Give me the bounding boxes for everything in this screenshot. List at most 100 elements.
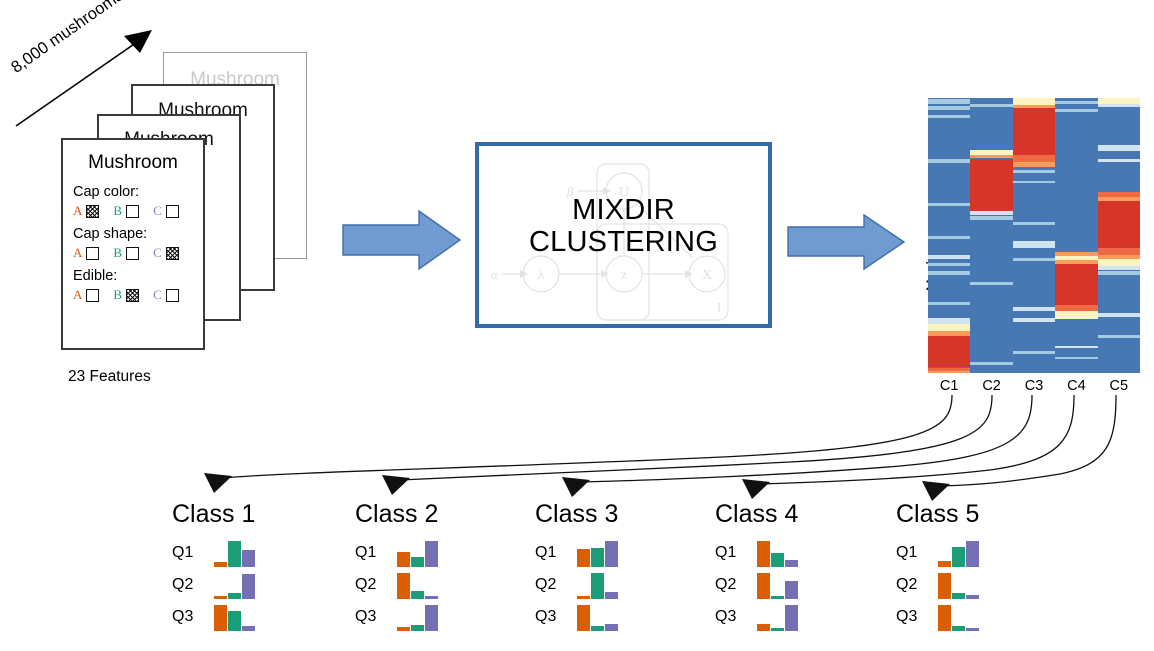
bar-a — [938, 561, 951, 567]
heatmap-cell — [928, 324, 971, 331]
svg-text:z: z — [621, 268, 627, 283]
option-letter: B — [113, 245, 123, 260]
model-title-line1: MIXDIR — [572, 194, 675, 226]
option-c[interactable]: C — [153, 245, 179, 261]
heatmap-cell — [970, 154, 1013, 159]
mini-bar-chart — [214, 573, 258, 599]
heatmap-cell — [1055, 98, 1098, 373]
option-b[interactable]: B — [113, 203, 140, 219]
mushroom-card-stack: 8,000 mushrooms Mushroom C C C Mushroom … — [0, 0, 330, 400]
heatmap-cell — [1097, 158, 1140, 163]
svg-text:α: α — [491, 267, 499, 282]
bar-b — [228, 610, 241, 631]
question-row: Q2 — [160, 571, 350, 599]
question-label: Q1 — [715, 544, 737, 561]
checkbox-checked-icon[interactable] — [86, 204, 100, 218]
question-label: Q3 — [355, 608, 377, 625]
heatmap-cell — [1097, 191, 1140, 197]
heatmap-cell — [1097, 259, 1140, 266]
heatmap-cell — [928, 202, 971, 206]
class-title: Class 2 — [355, 500, 439, 528]
bar-b — [771, 596, 784, 599]
bar-b — [411, 624, 424, 631]
option-letter: B — [113, 287, 123, 302]
question-row: Q1 — [884, 539, 1074, 567]
heatmap-cell — [928, 106, 971, 110]
question-row: Q2 — [884, 571, 1074, 599]
bar-a — [214, 605, 227, 631]
option-a[interactable]: A — [73, 287, 100, 303]
question-row: Q3 — [884, 603, 1074, 631]
heatmap-cell — [1055, 100, 1098, 105]
option-a[interactable]: A — [73, 245, 100, 261]
bar-c — [242, 625, 255, 631]
question-row: Q2 — [343, 571, 533, 599]
heatmap-cell — [1055, 109, 1098, 112]
heatmap-cell — [1097, 254, 1140, 260]
model-title-line2: CLUSTERING — [529, 226, 718, 259]
model-to-heatmap-arrow — [787, 213, 906, 271]
checkbox-icon[interactable] — [165, 204, 179, 218]
checkbox-checked-icon[interactable] — [165, 246, 179, 260]
mini-bar-chart — [757, 573, 801, 599]
question-label: Q3 — [535, 608, 557, 625]
bar-a — [214, 596, 227, 599]
heatmap-cell — [970, 216, 1013, 221]
option-b[interactable]: B — [113, 245, 140, 261]
bar-c — [425, 595, 438, 599]
cluster-assignment-heatmap — [928, 98, 1140, 373]
svg-text:β: β — [566, 184, 574, 199]
bar-b — [411, 590, 424, 599]
option-b[interactable]: B — [113, 287, 140, 303]
question-label: Q3 — [172, 608, 194, 625]
question-row: Q2 — [523, 571, 713, 599]
cluster-label-c5: C5 — [1109, 378, 1129, 394]
mini-bar-chart — [938, 541, 982, 567]
question-label: Q1 — [172, 544, 194, 561]
checkbox-icon[interactable] — [126, 246, 140, 260]
heatmap-cell — [928, 114, 971, 119]
bar-b — [771, 552, 784, 567]
class-title: Class 1 — [172, 500, 256, 528]
bar-b — [952, 625, 965, 631]
checkbox-checked-icon[interactable] — [126, 288, 140, 302]
bar-a — [397, 627, 410, 631]
mini-bar-chart — [577, 573, 621, 599]
heatmap-column-c1 — [928, 98, 971, 373]
cluster-to-class-connectors — [204, 394, 1117, 501]
mini-bar-chart — [397, 541, 441, 567]
option-c[interactable]: C — [153, 203, 179, 219]
svg-text:U: U — [619, 185, 629, 200]
heatmap-cell — [1097, 312, 1140, 317]
heatmap-cell — [1097, 201, 1140, 249]
heatmap-cell — [1055, 305, 1098, 311]
question-label: Q3 — [715, 608, 737, 625]
checkbox-icon[interactable] — [86, 246, 100, 260]
heatmap-cell — [928, 336, 971, 368]
checkbox-icon[interactable] — [165, 288, 179, 302]
bar-c — [425, 605, 438, 631]
option-a[interactable]: A — [73, 203, 100, 219]
heatmap-column-c5 — [1097, 98, 1140, 373]
heatmap-cell — [1012, 180, 1056, 184]
checkbox-icon[interactable] — [126, 204, 140, 218]
mini-bar-chart — [214, 605, 258, 631]
option-letter: C — [153, 245, 162, 260]
heatmap-cell — [1055, 264, 1098, 306]
question-row: Q3 — [523, 603, 713, 631]
option-letter: A — [73, 203, 83, 218]
heatmap-cell — [1055, 310, 1098, 320]
heatmap-cell — [1012, 104, 1056, 109]
question-label: Q2 — [535, 576, 557, 593]
heatmap-cell — [928, 235, 971, 240]
checkbox-icon[interactable] — [86, 288, 100, 302]
cluster-label-c2: C2 — [982, 378, 1001, 394]
question-label: Q2 — [715, 576, 737, 593]
option-c[interactable]: C — [153, 287, 179, 303]
heatmap-cell — [1012, 108, 1056, 156]
